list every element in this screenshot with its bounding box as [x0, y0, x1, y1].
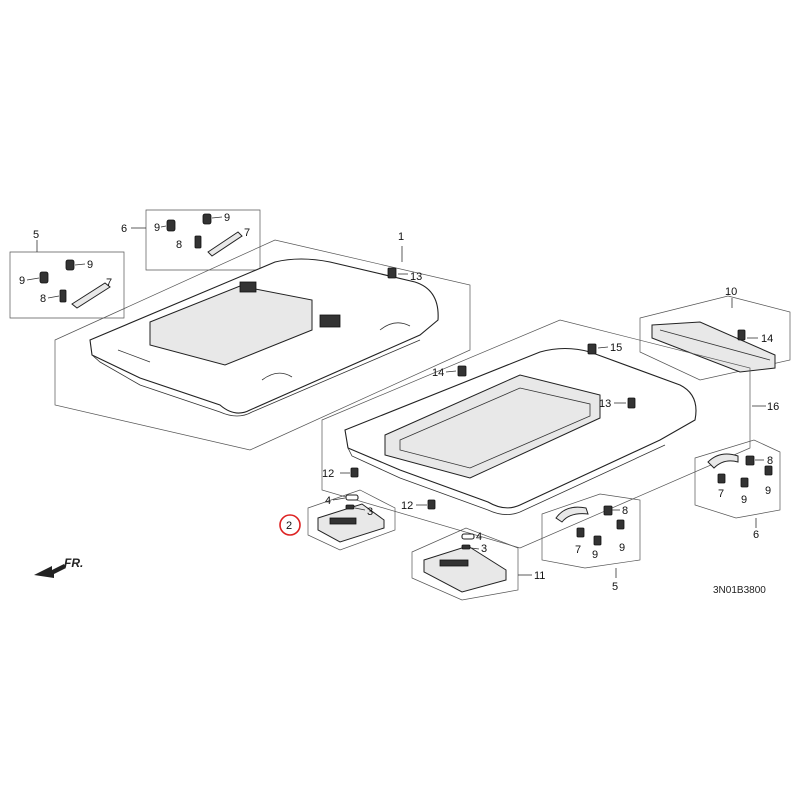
clip-9b-icon — [202, 213, 212, 225]
callout-9: 9 — [87, 259, 93, 271]
callout-9: 9 — [154, 222, 160, 234]
clip-13-icon — [627, 397, 636, 409]
clips-12: 12 12 — [322, 467, 436, 512]
group-6-clip-set-top: 6 9 9 8 7 — [121, 209, 261, 271]
lamp-mount — [239, 281, 257, 293]
grab-handle-7-icon — [707, 453, 739, 469]
clip-9-icon — [616, 519, 625, 530]
holder-4-icon — [461, 533, 475, 540]
clip-9b-icon — [593, 535, 602, 546]
sun-visor-2[interactable]: 4 3 2 — [279, 489, 396, 551]
headliner-16: 16 15 14 13 — [321, 319, 779, 549]
grab-handle-7-icon — [555, 506, 589, 523]
arrow-icon — [34, 564, 66, 578]
rear-trim-10: 10 14 — [639, 286, 791, 381]
callout-6: 6 — [121, 223, 127, 235]
callout-6: 6 — [753, 529, 759, 541]
vanity-mirror — [329, 517, 357, 525]
callout-9: 9 — [592, 549, 598, 561]
clip-14-icon — [737, 329, 746, 341]
callout-15: 15 — [610, 342, 622, 354]
clip-14-icon — [457, 365, 467, 377]
callout-9: 9 — [765, 485, 771, 497]
callout-12: 12 — [401, 500, 413, 512]
callout-9: 9 — [19, 275, 25, 287]
callout-9: 9 — [741, 494, 747, 506]
grab-handle-7-icon — [71, 282, 111, 309]
group-6-clip-set-right: 6 8 7 9 9 — [694, 439, 781, 541]
callout-4: 4 — [325, 495, 331, 507]
callout-13: 13 — [410, 271, 422, 283]
clip-12-icon — [350, 467, 359, 478]
callout-12: 12 — [322, 468, 334, 480]
clip-3-icon — [345, 504, 355, 510]
callout-16: 16 — [767, 401, 779, 413]
callout-8: 8 — [40, 293, 46, 305]
sun-visor-11: 11 4 3 — [411, 527, 545, 601]
callout-8: 8 — [622, 505, 628, 517]
callout-11: 11 — [534, 570, 545, 582]
clip-15-icon — [587, 343, 597, 355]
holder-4-icon — [345, 494, 359, 501]
clip-9b-icon — [740, 477, 749, 488]
callout-8: 8 — [767, 455, 773, 467]
lamp-mount — [319, 314, 341, 328]
callout-13: 13 — [599, 398, 611, 410]
clip-9-icon — [166, 219, 176, 232]
front-label: FR. — [64, 556, 83, 570]
sunroof-frame — [384, 374, 601, 479]
clip-9-icon — [39, 271, 49, 284]
callout-9: 9 — [224, 212, 230, 224]
clip-13-icon — [387, 267, 397, 279]
callout-7: 7 — [718, 488, 724, 500]
diagram-code: 3N01B3800 — [713, 585, 766, 596]
callout-8: 8 — [176, 239, 182, 251]
clip-7-icon — [576, 527, 585, 538]
clip-9-icon — [764, 465, 773, 476]
highlight-ring — [279, 514, 301, 536]
group-5-clip-set-left: 5 9 9 8 7 — [9, 229, 125, 319]
callout-5: 5 — [612, 581, 618, 593]
front-direction-arrow: FR. — [34, 556, 83, 578]
vanity-mirror — [439, 559, 469, 567]
clip-3-icon — [461, 544, 471, 550]
clip-12-icon — [427, 499, 436, 510]
callout-7: 7 — [575, 544, 581, 556]
callout-14: 14 — [761, 333, 773, 345]
callout-5: 5 — [33, 229, 39, 241]
callout-10: 10 — [725, 286, 737, 298]
callout-1: 1 — [398, 231, 404, 243]
clip-7-icon — [717, 473, 726, 484]
callout-7: 7 — [106, 277, 112, 289]
clip-8-icon — [194, 235, 202, 249]
grab-handle-7-icon — [207, 231, 243, 257]
callout-7: 7 — [244, 227, 250, 239]
callout-3: 3 — [367, 506, 373, 518]
clip-8-icon — [59, 289, 67, 303]
callout-9: 9 — [619, 542, 625, 554]
callout-2[interactable]: 2 — [286, 520, 292, 532]
callout-4: 4 — [476, 531, 482, 543]
headliner-1: 1 13 — [54, 231, 471, 451]
callout-3: 3 — [481, 543, 487, 555]
callout-14: 14 — [432, 367, 444, 379]
clip-8-icon — [745, 455, 755, 466]
clip-9b-icon — [65, 259, 75, 271]
group-5-clip-set-bottom: 5 8 7 9 9 — [541, 493, 641, 593]
clip-8-icon — [603, 505, 613, 516]
